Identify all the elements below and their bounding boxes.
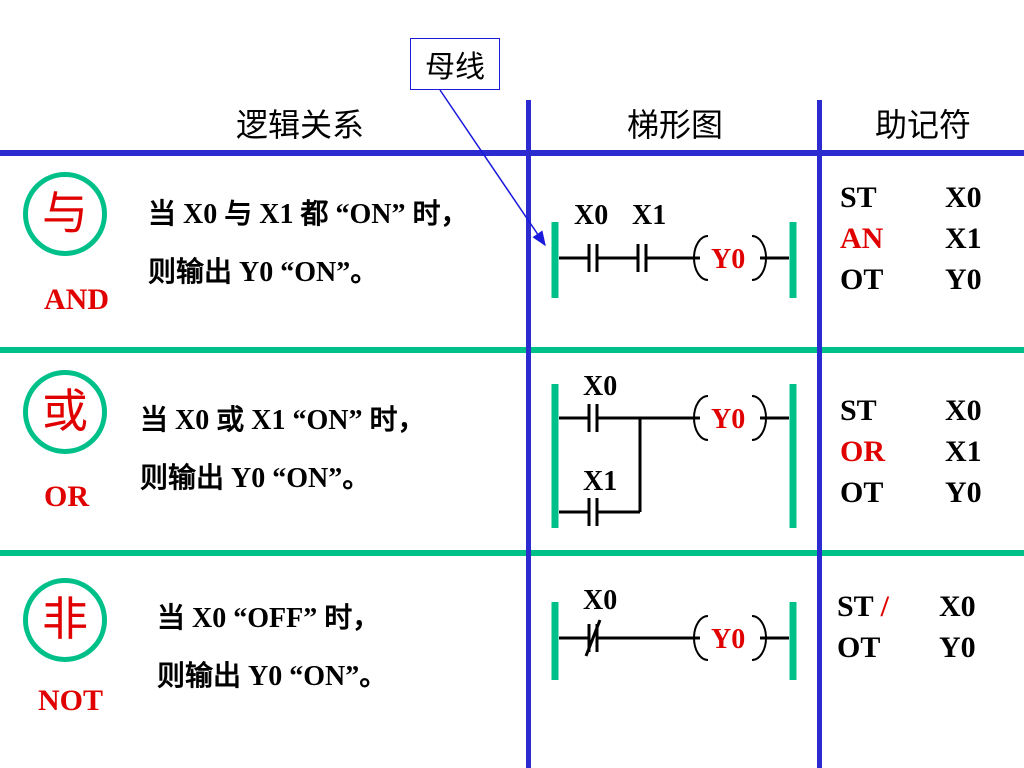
or-label: OR [44,480,89,513]
mnemonic-arg: Y0 [945,476,982,509]
mnemonic-op: OT [837,631,881,664]
and-desc-line2: 则输出 Y0 “ON”。 [148,257,379,288]
or-desc-line1: 当 X0 或 X1 “ON” 时， [140,405,426,436]
not-desc-line1: 当 X0 “OFF” 时， [157,603,381,634]
or-ladder: X0 X1 Y0 [551,371,797,528]
mnemonic-row: ST X0 [840,390,1000,431]
header-rule [0,150,1024,156]
mnemonic-arg: X1 [945,222,982,255]
coil-label-y0: Y0 [711,404,745,435]
mnemonic-row: ST X0 [840,177,1000,218]
mnemonic-arg: X0 [939,590,976,623]
contact-x1 [587,498,599,526]
callout-arrow [439,89,546,247]
column-divider-left [526,100,531,768]
or-symbol-circle: 或 [23,370,107,454]
not-glyph: 非 [42,594,88,645]
and-mnemonic-list: ST X0 AN X1 OT Y0 [840,177,1000,300]
contact-label-x0: X0 [583,371,617,402]
or-mnemonic-list: ST X0 OR X1 OT Y0 [840,390,1000,513]
mnemonic-row: OT Y0 [840,259,1000,300]
row-divider-2 [0,550,1024,556]
or-glyph: 或 [42,386,88,437]
mnemonic-op: ST [840,394,877,427]
callout-label: 母线 [425,51,485,84]
contact-label-x1: X1 [632,200,666,231]
mnemonic-row: AN X1 [840,218,1000,259]
and-description: 当 X0 与 X1 都 “ON” 时， 则输出 Y0 “ON”。 [148,186,468,302]
contact-label-x0: X0 [583,585,617,616]
mnemonic-op: OT [840,476,884,509]
mnemonic-arg: X0 [945,181,982,214]
not-description: 当 X0 “OFF” 时， 则输出 Y0 “ON”。 [157,590,387,706]
and-glyph: 与 [42,188,88,239]
mnemonic-op: ST [840,181,877,214]
not-label: NOT [38,684,104,717]
mnemonic-arg: X0 [945,394,982,427]
mnemonic-row: OT Y0 [840,472,1000,513]
and-desc-line1: 当 X0 与 X1 都 “ON” 时， [148,199,469,230]
mnemonic-op-highlight: OR [840,435,885,468]
and-label: AND [44,283,109,316]
and-symbol-circle: 与 [23,172,107,256]
negation-mark: / [873,590,889,623]
or-description: 当 X0 或 X1 “ON” 时， 则输出 Y0 “ON”。 [140,392,425,508]
mnemonic-arg: Y0 [939,631,976,664]
not-desc-line2: 则输出 Y0 “ON”。 [157,661,388,692]
mnemonic-row: OR X1 [840,431,1000,472]
bus-bar-callout: 母线 [410,38,500,90]
contact-x1 [636,244,648,272]
header-mnemonic: 助记符 [874,107,971,143]
row-divider-1 [0,347,1024,353]
not-ladder: X0 Y0 [551,585,797,680]
header-ladder: 梯形图 [626,107,723,143]
mnemonic-row: ST / X0 [837,586,997,627]
column-divider-right [817,100,822,768]
mnemonic-op: OT [840,263,884,296]
mnemonic-row: OT Y0 [837,627,997,668]
mnemonic-op: ST / [837,590,889,623]
and-ladder: X0 X1 Y0 [551,200,797,298]
contact-x0 [587,404,599,432]
contact-x0 [587,244,599,272]
coil-label-y0: Y0 [711,624,745,655]
contact-label-x0: X0 [574,200,608,231]
coil-label-y0: Y0 [711,244,745,275]
mnemonic-arg: X1 [945,435,982,468]
not-symbol-circle: 非 [23,578,107,662]
mnemonic-arg: Y0 [945,263,982,296]
mnemonic-op-highlight: AN [840,222,884,255]
header-logic: 逻辑关系 [235,107,364,143]
or-desc-line2: 则输出 Y0 “ON”。 [140,463,371,494]
not-mnemonic-list: ST / X0 OT Y0 [837,586,997,668]
contact-label-x1: X1 [583,466,617,497]
